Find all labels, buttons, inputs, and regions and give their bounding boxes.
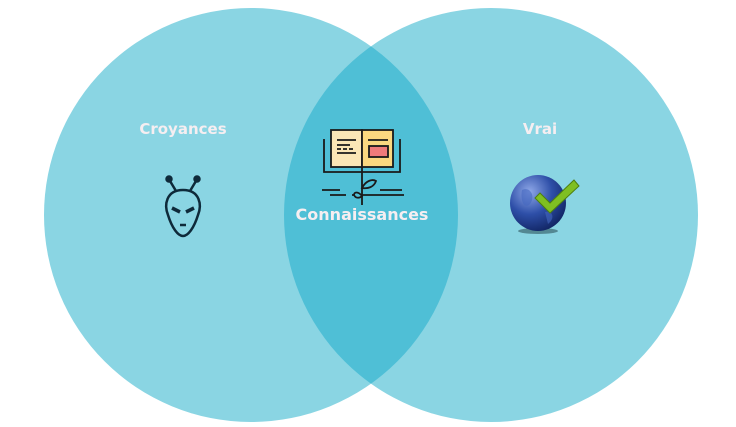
book-plant-icon	[322, 129, 404, 205]
intersection-label: Connaissances	[296, 205, 429, 224]
intersection-region	[284, 8, 458, 422]
globe-check-icon	[510, 175, 580, 234]
left-label: Croyances	[139, 120, 226, 138]
alien-icon	[165, 175, 201, 238]
right-label: Vrai	[523, 120, 557, 138]
